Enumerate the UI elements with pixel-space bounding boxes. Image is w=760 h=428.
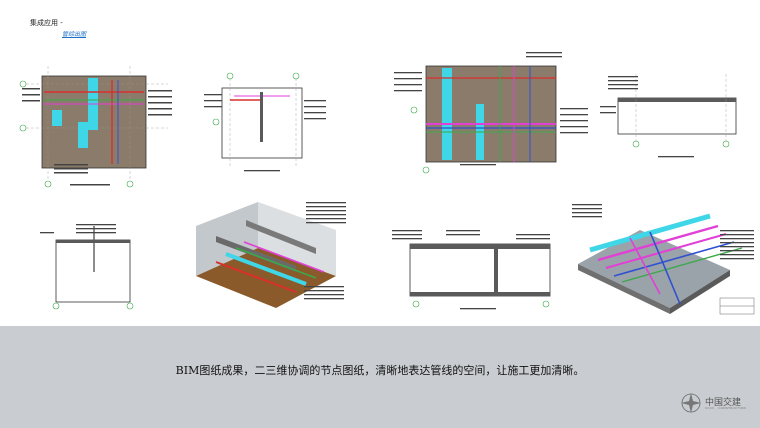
brand-subname: CCCC · CONSTRUCTION	[705, 406, 747, 410]
caption-footer: BIM图纸成果，二三维协调的节点图纸，清晰地表达管线的空间，让施工更加清晰。 中…	[0, 326, 760, 428]
isometric-drawing-2	[572, 204, 755, 315]
slide-subtitle: 管综出图	[62, 31, 87, 38]
compass-star-icon	[681, 393, 701, 413]
caption-text: BIM图纸成果，二三维协调的节点图纸，清晰地表达管线的空间，让施工更加清晰。	[175, 364, 585, 377]
plan-drawing-2	[394, 52, 588, 174]
brand-name: 中国交建	[705, 398, 742, 408]
brand-logo: 中国交建 CCCC · CONSTRUCTION	[680, 392, 754, 416]
section-drawing-3	[40, 224, 134, 310]
slide-title: 集成应用 -	[30, 19, 63, 27]
section-drawing-1	[204, 72, 326, 172]
isometric-drawing-1	[196, 202, 346, 308]
section-drawing-4	[392, 230, 551, 310]
plan-drawing-1	[19, 66, 172, 188]
section-drawing-2	[600, 74, 737, 158]
